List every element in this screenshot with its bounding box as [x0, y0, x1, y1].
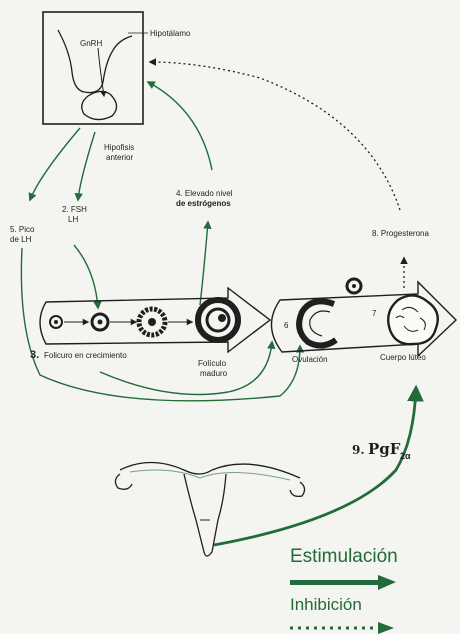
estrogen-label-1: 4. Elevado nivel — [176, 189, 233, 198]
pituitary-box — [43, 12, 143, 124]
follicle-stage-3 — [139, 309, 165, 335]
pgf-label: 9. PgF 2α — [352, 440, 411, 461]
arrow-pgf-to-cl — [214, 388, 416, 545]
step-6-number: 6 — [284, 321, 289, 330]
legend-stimulation-label: Estimulación — [290, 546, 398, 568]
pituitary-gland-shape — [82, 91, 117, 119]
lh-peak-label-1: 5. Pico — [10, 225, 35, 234]
lh-peak-label-2: de LH — [10, 235, 32, 244]
arrow-lh-to-ovulation — [21, 248, 300, 401]
pgf-number: 9. — [352, 443, 365, 457]
mature-follicle-label-1: Folículo — [198, 359, 227, 368]
ovulation-label: Ovulación — [292, 355, 328, 364]
legend-inhibition-label: Inhibición — [290, 595, 362, 615]
corpus-luteum — [388, 295, 438, 344]
arrow-growth-to-mature — [100, 342, 272, 395]
fsh-label-2: LH — [68, 215, 78, 224]
ovulation-follicle — [299, 301, 336, 345]
hipofisis-label-2: anterior — [106, 153, 133, 162]
corpus-luteum-label: Cuerpo lúteo — [380, 353, 426, 362]
mature-follicle — [198, 300, 238, 340]
gnrh-label: GnRH — [80, 39, 102, 48]
svg-text:2α: 2α — [400, 451, 411, 461]
legend-stimulation-arrow — [290, 575, 396, 590]
svg-text:PgF: PgF — [368, 440, 401, 458]
pgf-subscript: 2α — [400, 451, 411, 461]
legend-inhibition-arrow — [290, 622, 394, 634]
follicle-stage-1 — [50, 316, 62, 328]
released-ovum — [347, 279, 361, 293]
arrow-estrogen-to-pituitary — [148, 82, 212, 170]
estrogen-label-2: de estrógenos — [176, 199, 231, 208]
growing-follicle-label: Folicuro en crecimiento — [44, 351, 127, 360]
hipofisis-label-1: Hipofisis — [104, 143, 134, 152]
arrow-fsh-lh — [78, 132, 95, 200]
fsh-label-1: 2. FSH — [62, 205, 87, 214]
step-7-number: 7 — [372, 309, 377, 318]
svg-text:9.: 9. — [352, 443, 365, 457]
mature-follicle-label-2: maduro — [200, 369, 228, 378]
step-3-number: 3. — [30, 349, 39, 361]
inhibition-arrow-to-hypothalamus — [150, 62, 400, 210]
arrow-to-lh-peak — [30, 128, 80, 200]
uterus-illustration — [115, 463, 304, 557]
progesterone-label: 8. Progesterona — [372, 229, 429, 238]
arrow-fsh-to-follicle — [74, 245, 98, 308]
follicle-stage-2 — [92, 314, 108, 330]
arrow-follicle-to-estrogen — [200, 222, 208, 305]
pgf-text: PgF — [368, 440, 401, 458]
hypothalamus-label: Hipotálamo — [150, 29, 191, 38]
